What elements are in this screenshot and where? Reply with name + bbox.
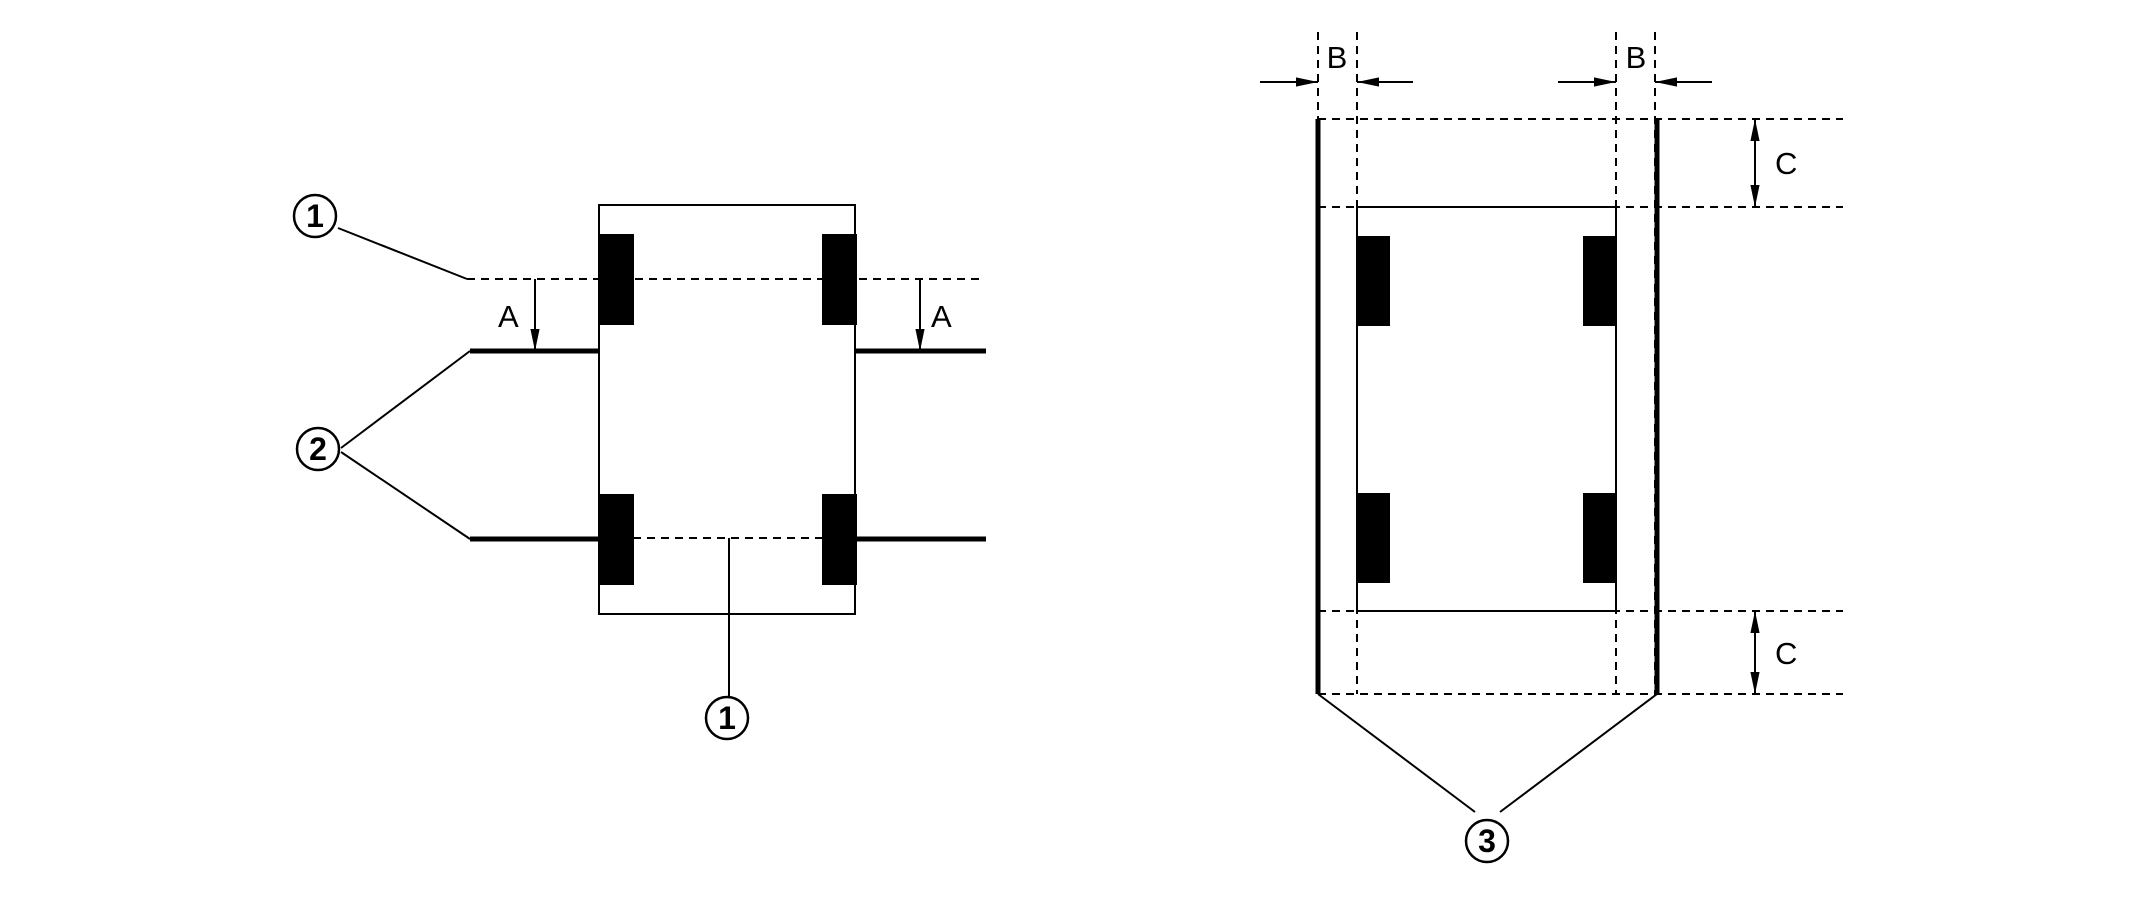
dimension-c-label-top: C — [1775, 146, 1797, 181]
callout-circle-lead-ref — [295, 426, 341, 472]
callout-circle-top-ref — [292, 193, 338, 239]
callout-circle-land-ref — [1464, 818, 1510, 864]
component-body — [598, 204, 856, 615]
left-figure: A A 1 2 1 — [292, 193, 986, 741]
dimension-b-label-right: B — [1626, 40, 1647, 75]
callout-number-top-ref: 1 — [306, 198, 324, 234]
dimension-c-label-bottom: C — [1775, 636, 1797, 671]
callout-circle-bottom-ref — [704, 695, 750, 741]
leader-line-lead-lower — [340, 451, 471, 540]
terminal-pad-top-left — [1357, 236, 1390, 326]
dimension-b-label-left: B — [1327, 40, 1348, 75]
terminal-pad-bottom-left — [599, 494, 634, 585]
terminal-pad-top-right — [822, 234, 857, 325]
leader-line-lead-upper — [340, 350, 471, 449]
terminal-pad-bottom-right — [822, 494, 857, 585]
right-figure: B B C C 3 — [1260, 32, 1843, 864]
dimension-a-label-right: A — [931, 299, 952, 334]
callout-number-lead-ref: 2 — [309, 431, 327, 467]
leader-line-top-ref — [337, 227, 468, 280]
dimension-a-label-left: A — [498, 299, 519, 334]
leader-line-land-right — [1499, 693, 1658, 813]
terminal-pad-top-left — [599, 234, 634, 325]
leader-line-land-left — [1317, 693, 1476, 813]
callout-number-bottom-ref: 1 — [718, 700, 736, 736]
component-body — [1356, 206, 1617, 612]
terminal-pad-bottom-right — [1583, 493, 1616, 583]
terminal-pad-bottom-left — [1357, 493, 1390, 583]
terminal-pad-top-right — [1583, 236, 1616, 326]
callout-number-land-ref: 3 — [1478, 823, 1496, 859]
